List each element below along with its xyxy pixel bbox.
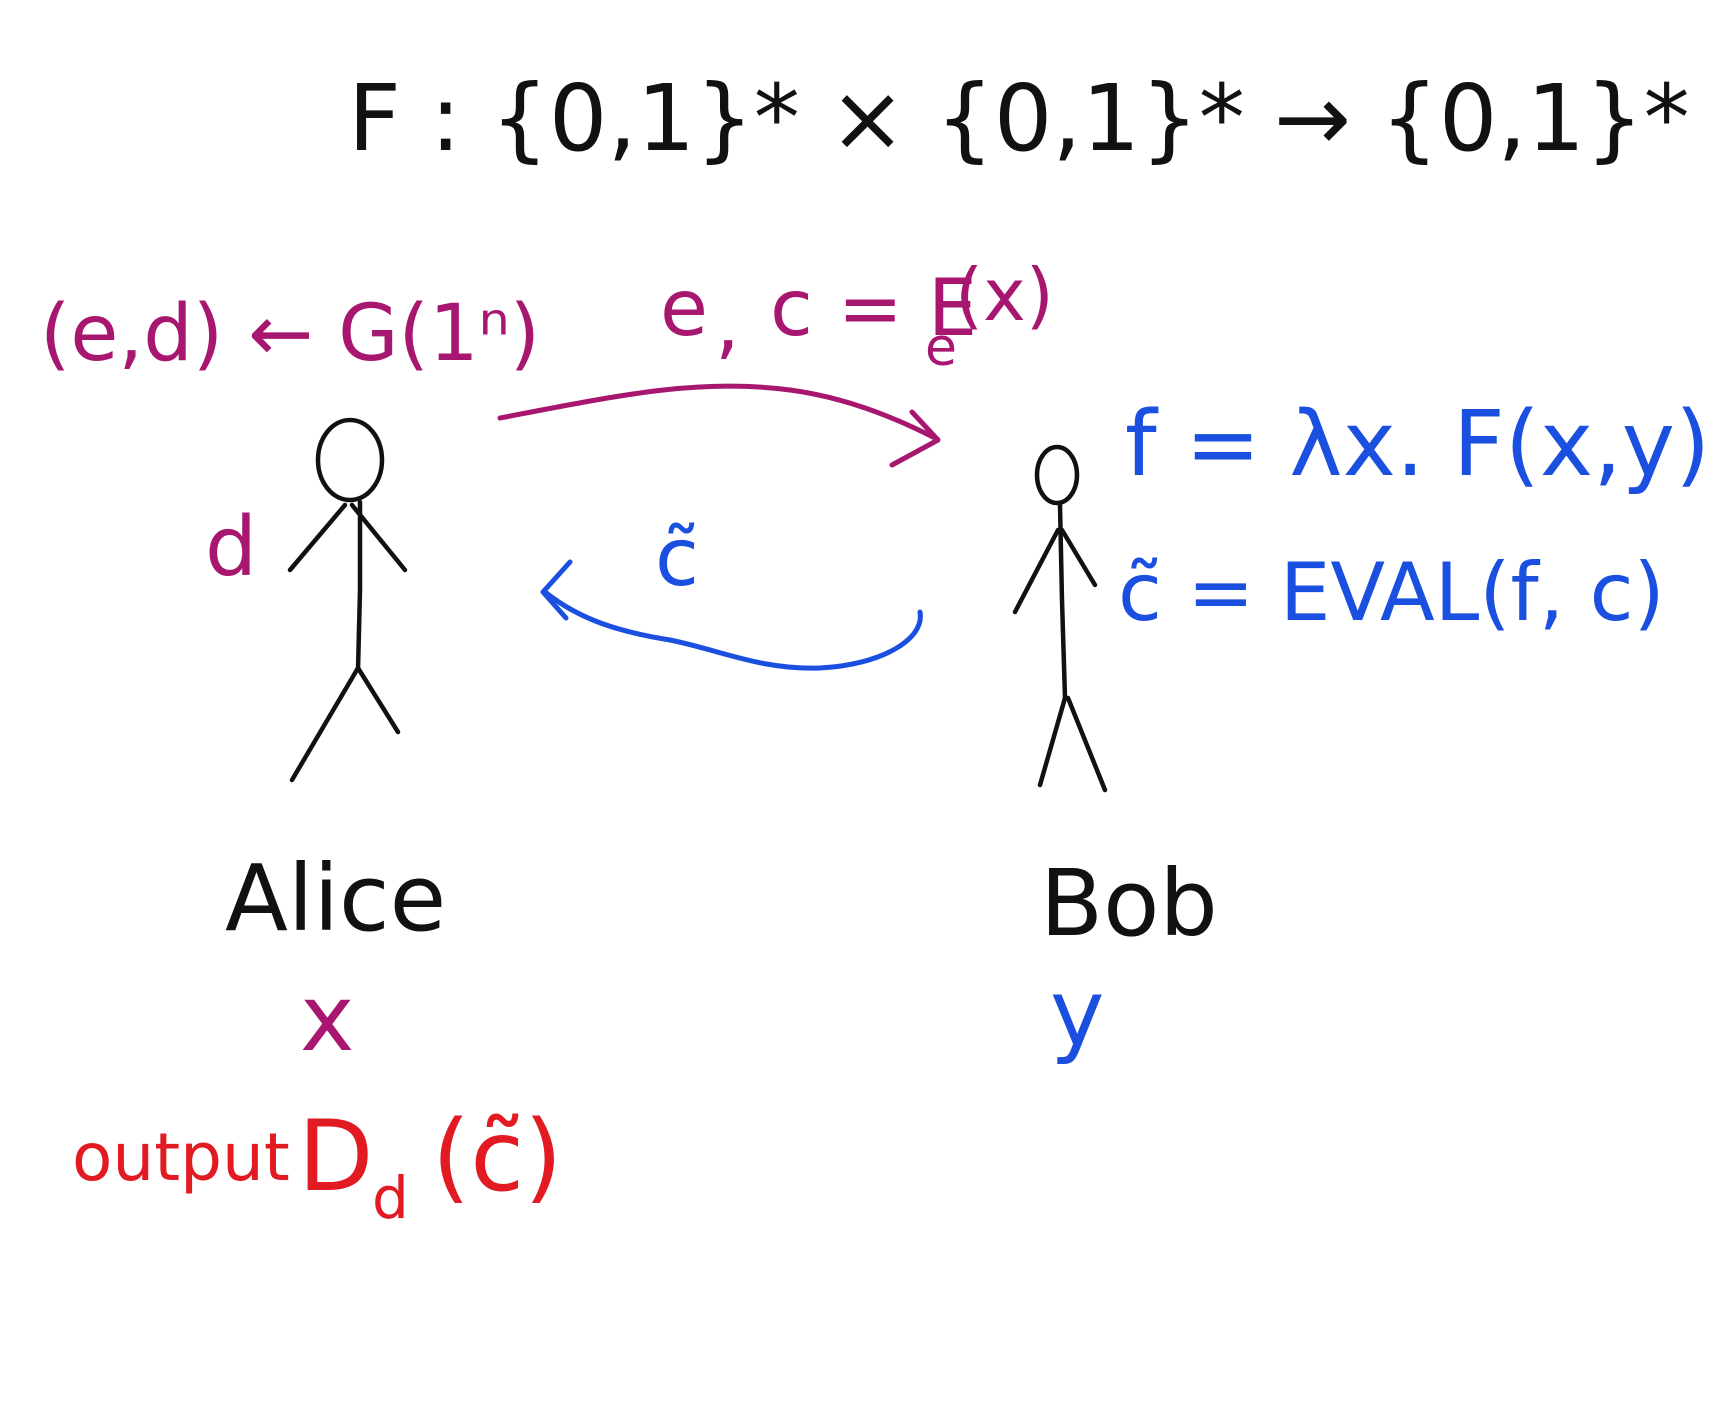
bob-input: y bbox=[1050, 960, 1104, 1067]
return-arrow bbox=[540, 559, 923, 671]
svg-text:c = E: c = E bbox=[770, 264, 977, 354]
alice-output: output D d (c̃) bbox=[72, 1100, 562, 1232]
svg-text:d: d bbox=[372, 1164, 409, 1232]
alice-head bbox=[315, 417, 385, 503]
alice-arms bbox=[287, 502, 408, 573]
svg-text:e: e bbox=[925, 318, 957, 378]
bob-figure bbox=[1012, 444, 1108, 793]
alice-input: x bbox=[300, 965, 354, 1072]
bob-legs bbox=[1037, 695, 1108, 793]
svg-text:(c̃): (c̃) bbox=[432, 1100, 562, 1214]
send-label: e , c = E e (x) bbox=[660, 253, 1054, 378]
alice-secret-key: d bbox=[205, 500, 257, 595]
bob-name: Bob bbox=[1040, 850, 1218, 957]
bob-body bbox=[1057, 502, 1068, 701]
svg-text:(x): (x) bbox=[955, 253, 1054, 337]
bob-arms bbox=[1012, 527, 1098, 615]
svg-text:,: , bbox=[715, 279, 740, 369]
svg-text:D: D bbox=[298, 1100, 373, 1214]
key-generation: (e,d) ← G(1ⁿ) bbox=[40, 289, 540, 379]
function-signature: F : {0,1}* × {0,1}* → {0,1}* bbox=[348, 65, 1690, 172]
return-label: c̃ bbox=[655, 511, 699, 604]
svg-text:output: output bbox=[72, 1119, 290, 1196]
alice-figure bbox=[287, 417, 408, 783]
bob-function-def: f = λx. F(x,y) bbox=[1125, 392, 1710, 497]
svg-text:e: e bbox=[660, 264, 708, 354]
alice-name: Alice bbox=[225, 845, 446, 952]
alice-body bbox=[355, 499, 363, 673]
bob-evaluation: c̃ = EVAL(f, c) bbox=[1118, 546, 1665, 639]
alice-legs bbox=[289, 665, 401, 783]
bob-head bbox=[1034, 444, 1080, 506]
send-arrow bbox=[497, 383, 941, 468]
